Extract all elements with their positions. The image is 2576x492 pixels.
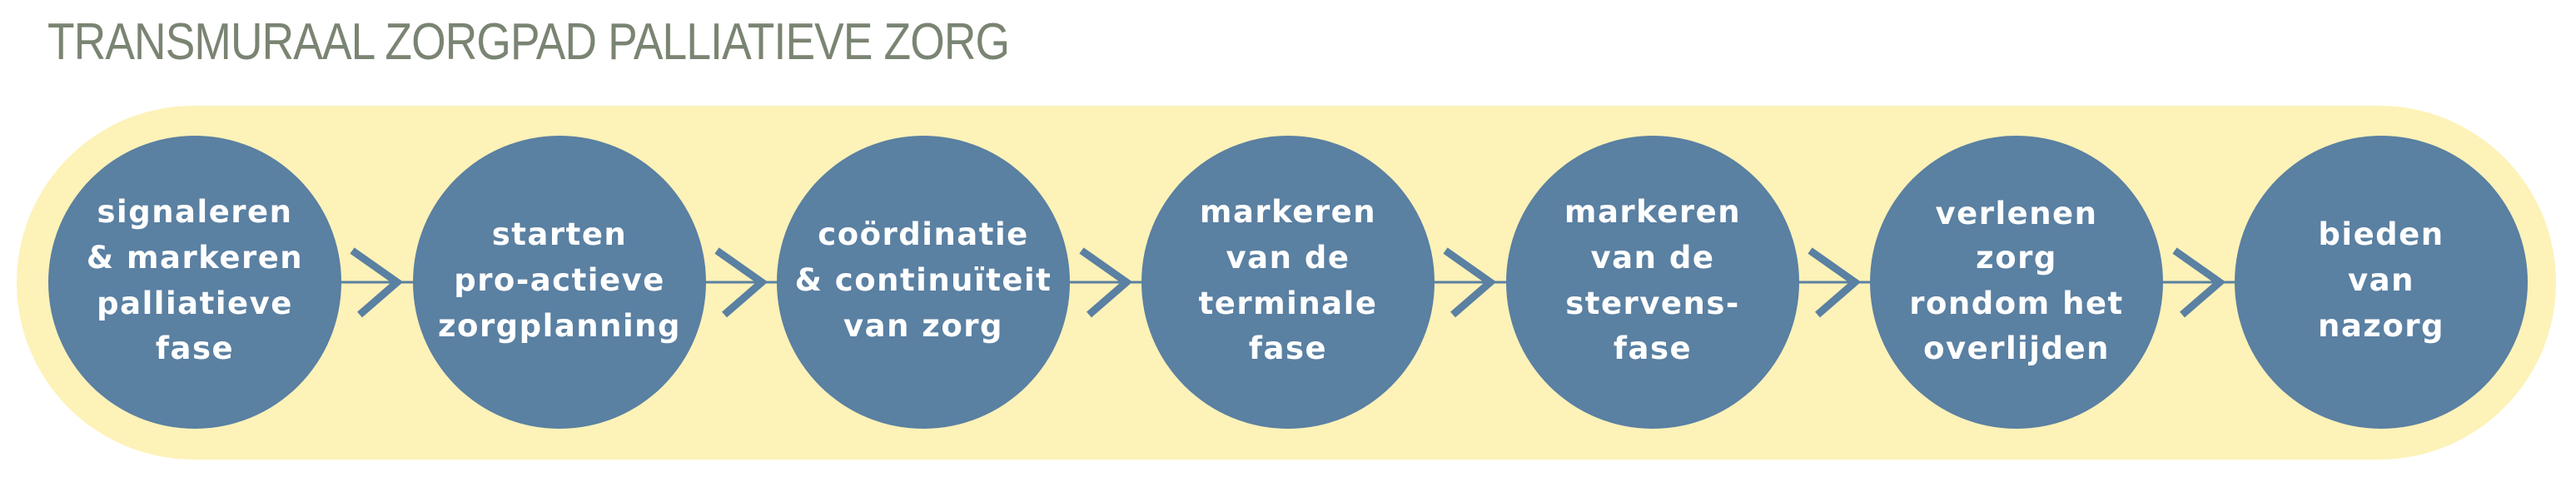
step-label-line: starten <box>492 216 628 252</box>
step-circle[interactable] <box>48 136 341 429</box>
page-title: TRANSMURAAL ZORGPAD PALLIATIEVE ZORG <box>47 13 1010 71</box>
step-label-line: verlenen <box>1935 196 2097 231</box>
step-label-line: fase <box>1614 330 1692 366</box>
step-label-line: rondom het <box>1909 286 2123 321</box>
connector-4 <box>1426 247 1509 318</box>
connector-1 <box>333 247 416 318</box>
step-label-line: van de <box>1226 240 1350 276</box>
step-label-line: nazorg <box>2318 308 2444 344</box>
chevron-right-icon <box>714 247 768 318</box>
step-circle[interactable] <box>2235 136 2528 429</box>
step-label-line: signaleren <box>97 194 293 230</box>
step-label-line: zorg <box>1976 240 2057 276</box>
step-label-line: bieden <box>2318 216 2444 252</box>
connector-2 <box>698 247 781 318</box>
step-label-line: stervens- <box>1565 286 1739 321</box>
chevron-right-icon <box>1079 247 1133 318</box>
step-terminale-fase[interactable]: markeren van de terminale fase <box>1141 136 1435 429</box>
step-label-line: pro-actieve <box>454 262 665 298</box>
step-circle[interactable] <box>777 136 1070 429</box>
connector-5 <box>1791 247 1874 318</box>
chevron-right-icon <box>350 247 404 318</box>
step-label-line: terminale <box>1199 286 1378 321</box>
step-label-line: & continuïteit <box>795 262 1052 298</box>
step-circle[interactable] <box>1870 136 2163 429</box>
chevron-right-icon <box>1808 247 1862 318</box>
connector-6 <box>2156 247 2239 318</box>
chevron-right-icon <box>1443 247 1497 318</box>
step-label-line: overlijden <box>1923 330 2110 366</box>
step-label-line: fase <box>156 330 234 366</box>
step-label-line: markeren <box>1564 194 1741 230</box>
step-label-line: zorgplanning <box>438 308 681 344</box>
step-label-line: van de <box>1591 240 1715 276</box>
step-stervensfase[interactable]: markeren van de stervens- fase <box>1506 136 1799 429</box>
step-proactieve-zorgplanning[interactable]: starten pro-actieve zorgplanning <box>413 136 706 429</box>
step-signaleren-markeren[interactable]: signaleren & markeren palliatieve fase <box>48 136 341 429</box>
step-circle[interactable] <box>1506 136 1799 429</box>
step-label-line: van <box>2348 262 2414 298</box>
step-label-line: fase <box>1249 330 1327 366</box>
step-label-line: palliatieve <box>97 286 293 321</box>
chevron-right-icon <box>2172 247 2226 318</box>
step-circle[interactable] <box>1141 136 1435 429</box>
connector-3 <box>1062 247 1146 318</box>
step-coordinatie-continuiteit[interactable]: coördinatie & continuïteit van zorg <box>777 136 1070 429</box>
step-label-line: markeren <box>1200 194 1376 230</box>
step-circle[interactable] <box>413 136 706 429</box>
step-label-line: & markeren <box>87 240 303 276</box>
step-zorg-rondom-overlijden[interactable]: verlenen zorg rondom het overlijden <box>1870 136 2163 429</box>
step-nazorg[interactable]: bieden van nazorg <box>2235 136 2528 429</box>
step-label-line: van zorg <box>843 308 1003 344</box>
step-label-line: coördinatie <box>818 216 1028 252</box>
